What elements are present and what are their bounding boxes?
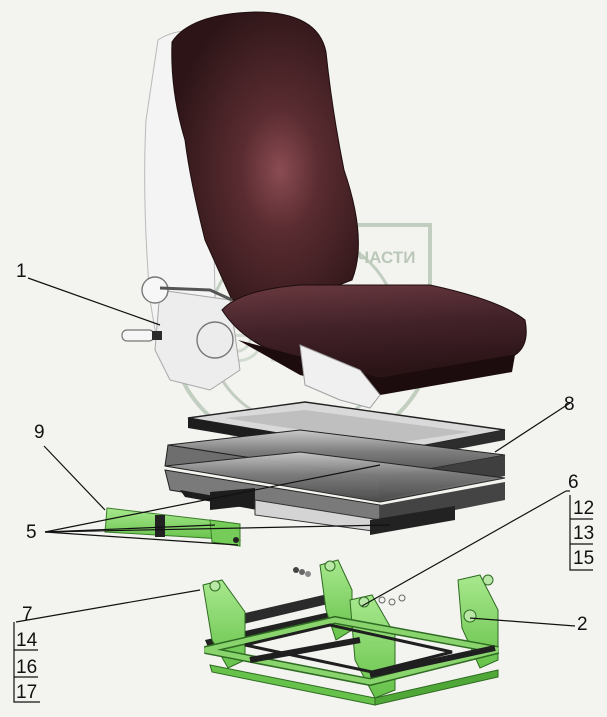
label-7: 7 [22,604,33,625]
seat-front-housing [299,344,381,409]
label-2: 2 [577,614,588,635]
seat-cushion-edge [238,340,515,395]
lower-scissor-frame [202,559,499,706]
label-6: 6 [568,472,579,493]
label-14: 14 [16,630,38,651]
label-15: 15 [573,548,594,569]
label-1: 1 [16,261,27,282]
part-labels: 1 2 5 6 7 8 9 12 13 15 14 16 17 [16,261,594,703]
seat-adjust-lever [121,276,234,359]
seat-assembly [121,11,527,409]
label-16: 16 [16,657,37,678]
bellows-lower-plate [210,488,456,535]
label-13: 13 [573,523,594,544]
label-17: 17 [16,682,37,703]
green-side-bracket [104,507,242,547]
label-12: 12 [573,498,594,519]
leader-lines [13,277,593,703]
seat-backrest [171,11,359,301]
label-9: 9 [34,422,45,443]
fasteners [293,567,406,606]
label-5: 5 [26,522,37,543]
label-8: 8 [564,394,575,415]
